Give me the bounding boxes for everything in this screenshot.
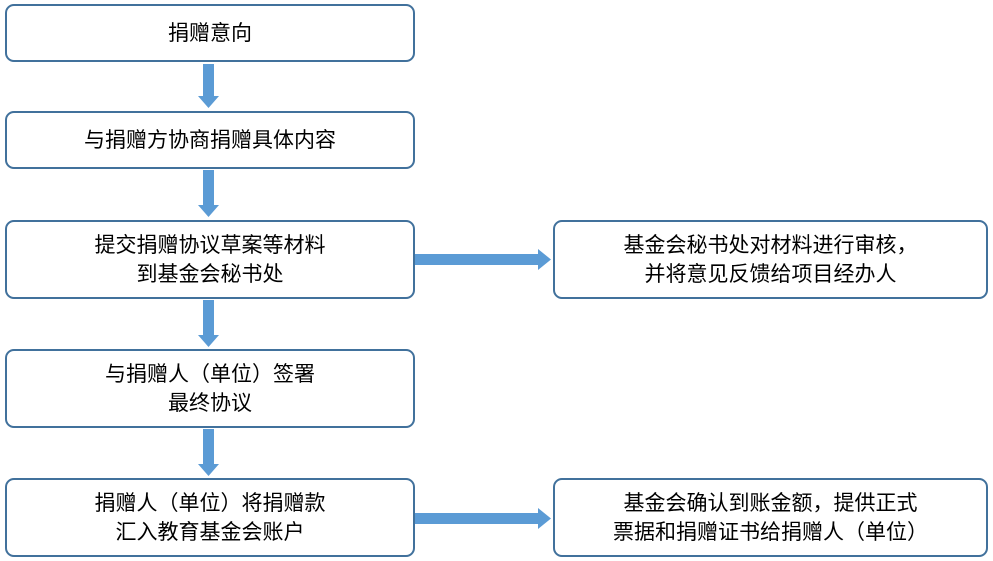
step-box-sign-agreement: 与捐赠人（单位）签署 最终协议 <box>5 349 415 428</box>
arrow-step2-to-step3 <box>198 170 219 217</box>
side-2-line-1: 基金会确认到账金额，提供正式 <box>623 490 918 515</box>
step-5-line-2: 汇入教育基金会账户 <box>115 519 305 544</box>
step-3-line-2: 到基金会秘书处 <box>136 261 284 286</box>
arrow-step3-to-step4 <box>198 300 219 347</box>
step-box-submit-draft: 提交捐赠协议草案等材料 到基金会秘书处 <box>5 220 415 299</box>
side-2-line-2: 票据和捐赠证书给捐赠人（单位） <box>613 519 928 544</box>
step-4-line-1: 与捐赠人（单位）签署 <box>105 361 315 386</box>
step-3-line-1: 提交捐赠协议草案等材料 <box>94 232 326 257</box>
arrow-step3-to-side1 <box>415 249 551 270</box>
side-box-confirm-receipt: 基金会确认到账金额，提供正式 票据和捐赠证书给捐赠人（单位） <box>553 478 988 557</box>
step-5-line-1: 捐赠人（单位）将捐赠款 <box>94 490 326 515</box>
side-box-secretariat-review: 基金会秘书处对材料进行审核， 并将意见反馈给项目经办人 <box>553 220 988 299</box>
step-1-line-1: 捐赠意向 <box>168 20 252 45</box>
arrow-step4-to-step5 <box>198 429 219 476</box>
step-box-donation-intent: 捐赠意向 <box>5 4 415 62</box>
step-box-negotiate-content: 与捐赠方协商捐赠具体内容 <box>5 111 415 169</box>
side-1-line-1: 基金会秘书处对材料进行审核， <box>623 232 918 257</box>
step-2-line-1: 与捐赠方协商捐赠具体内容 <box>84 127 336 152</box>
step-box-transfer-funds: 捐赠人（单位）将捐赠款 汇入教育基金会账户 <box>5 478 415 557</box>
side-1-line-2: 并将意见反馈给项目经办人 <box>644 261 897 286</box>
arrow-step1-to-step2 <box>198 64 219 108</box>
step-4-line-2: 最终协议 <box>168 390 252 415</box>
arrow-step5-to-side2 <box>415 508 551 529</box>
